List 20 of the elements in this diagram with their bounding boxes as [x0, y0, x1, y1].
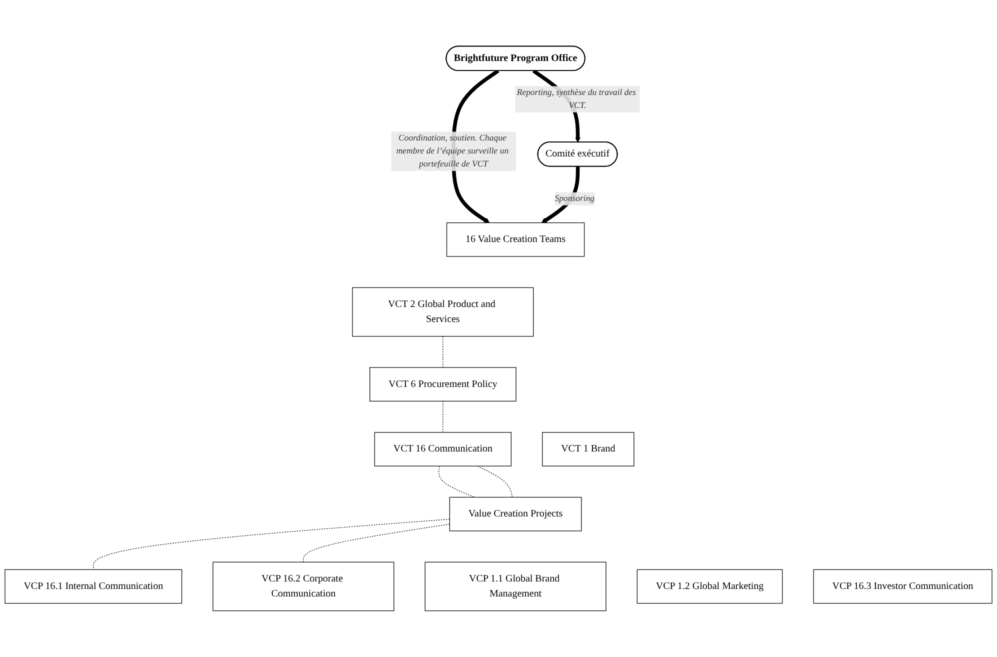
node-box: VCP 1.2 Global Marketing [636, 569, 783, 604]
connector [438, 466, 475, 498]
edge-label: Reporting, synthèse du travail des VCT. [516, 88, 636, 110]
node-box: VCP 16.2 Corporate Communication [212, 562, 394, 612]
connector [477, 466, 513, 498]
edge-label: Coordination, soutien. Chaque membre de l’équipe surveille un portefeuille de VCT [396, 134, 509, 170]
connector [442, 336, 444, 368]
node-box: VCP 16.3 Investor Communication [813, 569, 992, 604]
connector [93, 518, 450, 570]
node-box: VCT 1 Brand [542, 432, 634, 466]
connector [442, 400, 444, 433]
node-box: VCP 16.1 Internal Communication [4, 569, 182, 604]
node-box: VCT 16 Communication [374, 432, 512, 466]
node-box: Value Creation Projects [449, 496, 582, 532]
node-box: VCT 2 Global Product and Services [352, 287, 534, 337]
node-box: VCT 6 Procurement Policy [370, 367, 516, 402]
connector [303, 524, 450, 562]
node-box: 16 Value Creation Teams [446, 222, 585, 257]
edge-label: Sponsoring [554, 194, 595, 204]
node-box: VCP 1.1 Global Brand Management [424, 562, 606, 612]
